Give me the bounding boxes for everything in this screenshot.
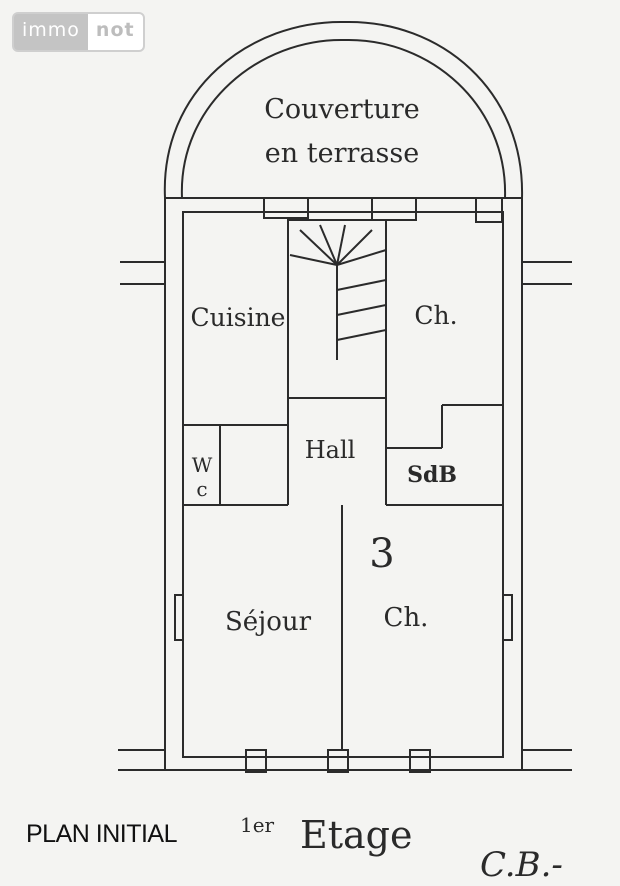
roof-label-line1: Couverture (264, 94, 420, 125)
bathroom-label: SdB (407, 462, 457, 488)
floor-label-main: Etage (300, 813, 412, 857)
staircase (287, 219, 387, 399)
roof-label-line2: en terrasse (265, 138, 419, 169)
window-top-right (371, 197, 417, 221)
window-bottom-2 (327, 749, 349, 773)
logo-part-1: immo (14, 14, 88, 50)
window-bottom-3 (409, 749, 431, 773)
bedroom-top-label: Ch. (414, 301, 457, 330)
floor-label-sup: 1er (240, 813, 275, 837)
immonot-logo: immo not (12, 12, 145, 52)
hall-label: Hall (305, 436, 356, 464)
window-top-left (263, 197, 309, 219)
window-bottom-1 (245, 749, 267, 773)
kitchen-label: Cuisine (191, 303, 286, 332)
window-top-corner (475, 197, 503, 223)
roof-arch-outer (163, 20, 524, 199)
bedroom-bottom-label: Ch. (384, 603, 429, 633)
roof-arch-inner (180, 38, 507, 199)
notch-left (174, 594, 183, 641)
unit-number: 3 (369, 531, 394, 577)
inner-wall (182, 211, 504, 758)
plan-caption: PLAN INITIAL (26, 820, 178, 848)
notch-right (503, 594, 513, 641)
signature: C.B.- (480, 845, 563, 885)
wc-label-bottom: c (196, 477, 207, 501)
outer-wall (164, 197, 523, 771)
wc-label-top: W (192, 453, 213, 477)
living-label: Séjour (225, 607, 312, 637)
logo-part-2: not (87, 14, 143, 50)
